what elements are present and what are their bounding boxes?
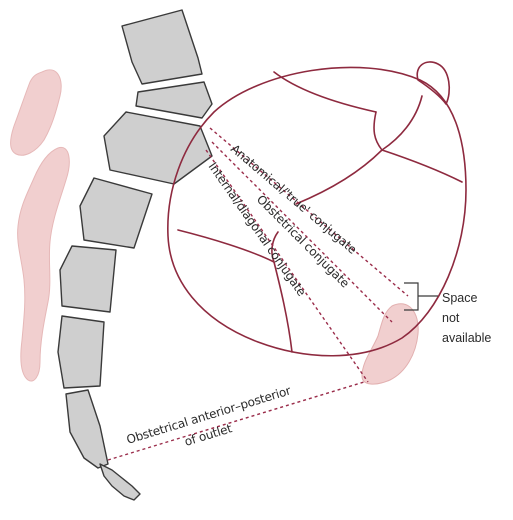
suture-sagittal xyxy=(296,150,382,204)
vertebra-4 xyxy=(80,178,152,248)
space-label-line-3: available xyxy=(442,331,491,345)
suture-fontanelle-top xyxy=(374,112,382,150)
suture-right xyxy=(382,150,462,182)
vertebra-3 xyxy=(104,112,212,184)
vertebra-6 xyxy=(58,316,104,388)
suture-top xyxy=(274,72,376,112)
space-label-line-2: not xyxy=(442,311,460,325)
suture-fontanelle-side xyxy=(382,96,422,150)
vertebra-5 xyxy=(60,246,116,312)
space-label-line-1: Space xyxy=(442,291,477,305)
coccyx-tip xyxy=(100,464,140,500)
vertebra-7 xyxy=(66,390,108,468)
vertebra-1 xyxy=(122,10,202,84)
soft-tissue-upper xyxy=(11,70,62,155)
vertebra-2 xyxy=(136,82,212,118)
outlet-line xyxy=(108,382,364,460)
